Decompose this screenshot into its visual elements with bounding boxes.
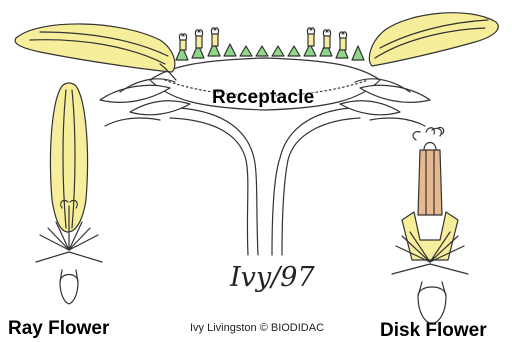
- left-bract: [100, 85, 170, 102]
- disk-flower-stamen-tube: [418, 150, 442, 215]
- credit-text: Ivy Livingston © BIODIDAC: [190, 322, 324, 334]
- artist-signature: Ivy/97: [230, 262, 315, 293]
- ray-flower-ovary: [60, 275, 78, 305]
- right-stem: [282, 118, 360, 255]
- left-stem: [170, 118, 248, 255]
- right-bract: [360, 85, 430, 102]
- receptacle-label: Receptacle: [212, 87, 314, 109]
- head-ray-petal-left: [15, 24, 175, 72]
- disk-flower-ovary: [418, 287, 446, 324]
- disk-flower-label: Disk Flower: [380, 320, 487, 342]
- ray-flower-label: Ray Flower: [8, 318, 109, 340]
- disk-florets-row: [176, 42, 364, 60]
